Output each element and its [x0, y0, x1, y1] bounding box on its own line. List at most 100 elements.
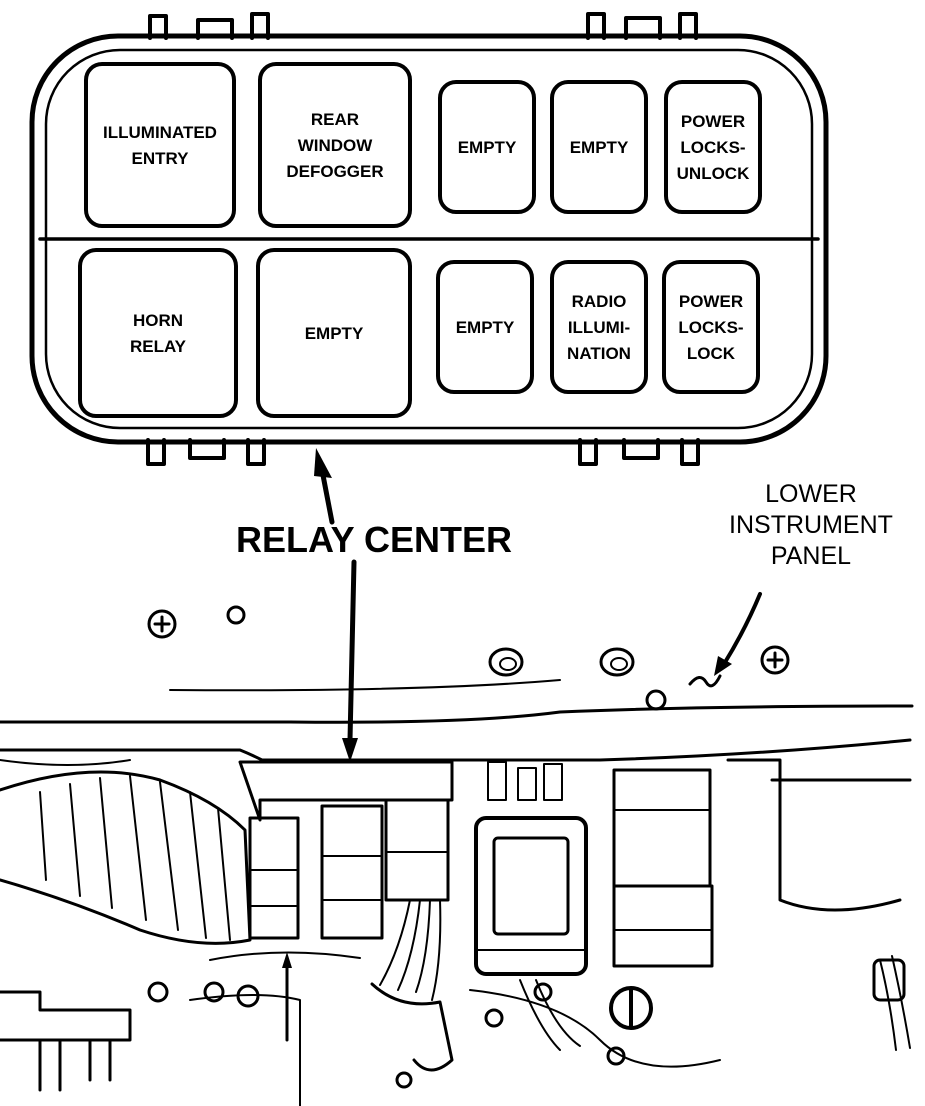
- relay-slot-outline: [78, 248, 238, 418]
- lower-instrument-panel: [0, 605, 914, 762]
- relay-slot: EMPTY: [550, 80, 648, 214]
- screw-head: [606, 1046, 626, 1066]
- relay-slot-label: LOCKS-: [678, 318, 743, 337]
- panel-lower-edge: [0, 738, 912, 762]
- relay-slot-label: ILLUMI-: [568, 318, 630, 337]
- relay-slot-outline: [84, 62, 236, 228]
- wiring-harness: [0, 770, 252, 945]
- relay-center-title: RELAY CENTER: [236, 519, 512, 560]
- grommet: [599, 647, 635, 677]
- lower-pointer-head: [282, 952, 292, 968]
- connector-face: [492, 836, 570, 936]
- relay-slot-label: RELAY: [130, 337, 187, 356]
- relay-slot: EMPTY: [256, 248, 412, 418]
- relay-slot-label: ILLUMINATED: [103, 123, 217, 142]
- screw-head: [484, 1008, 504, 1028]
- housing-tab: [250, 12, 270, 40]
- screw-head: [147, 981, 169, 1003]
- housing-tab: [678, 12, 698, 40]
- relay-slot-label: LOCK: [687, 344, 736, 363]
- housing-tab: [146, 438, 166, 466]
- relay-slots: ILLUMINATED ENTRY REAR WINDOW DEFOGGER EMPTY E…: [78, 62, 762, 418]
- housing-tab: [188, 438, 226, 460]
- wire-pair: [879, 955, 911, 1051]
- panel-hole: [645, 689, 667, 711]
- relay-slot-outline: [438, 80, 536, 214]
- panel-clip: [688, 674, 722, 688]
- contour: [469, 989, 721, 1068]
- connector-module: [612, 768, 712, 888]
- relay-slot-outline: [258, 62, 412, 228]
- relay-center-housing: [29, 12, 829, 466]
- under-dash-assembly: [0, 758, 912, 1106]
- relay-slot-outline: [662, 260, 760, 394]
- housing-outer: [29, 33, 829, 445]
- relay-slot: REAR WINDOW DEFOGGER: [258, 62, 412, 228]
- relay-slot-label: POWER: [679, 292, 743, 311]
- relay-slot-label: EMPTY: [456, 318, 515, 337]
- arrow-to-relay-center: [319, 467, 335, 525]
- relay-slot-outline: [256, 248, 412, 418]
- fuse: [543, 763, 563, 801]
- relay-slot: EMPTY: [436, 260, 534, 394]
- relay-slot-label: EMPTY: [570, 138, 629, 157]
- wire-pair: [519, 979, 581, 1051]
- relay-slot-label: REAR: [311, 110, 359, 129]
- contour: [189, 994, 301, 1106]
- screw-head: [533, 982, 553, 1002]
- wire-bundle-lower: [370, 982, 454, 1072]
- housing-tab: [622, 438, 660, 460]
- relay-block-mounted: [238, 760, 454, 822]
- relay-module: [320, 804, 384, 940]
- wire-connector: [872, 958, 906, 1002]
- screw-head: [147, 609, 177, 639]
- arrow-to-panel: [722, 592, 762, 666]
- screw-head: [203, 981, 225, 1003]
- arrow-head-down: [342, 738, 358, 762]
- relay-slot: POWER LOCKS- LOCK: [662, 260, 760, 394]
- housing-tab: [148, 14, 168, 40]
- relay-module: [248, 816, 300, 940]
- relay-slot-label: NATION: [567, 344, 631, 363]
- panel-hole: [226, 605, 246, 625]
- bracket-legs: [38, 1038, 112, 1092]
- panel-label-line-3: PANEL: [771, 542, 851, 570]
- relay-slot-label: EMPTY: [458, 138, 517, 157]
- large-connector: [474, 816, 588, 976]
- arrow-to-mounting: [347, 559, 357, 743]
- relay-slot: ILLUMINATED ENTRY: [84, 62, 236, 228]
- screw-head: [236, 984, 260, 1008]
- panel-label-line-1: LOWER: [765, 480, 857, 508]
- wire-bundle: [379, 899, 442, 1001]
- relay-slot-label: RADIO: [572, 292, 627, 311]
- relay-slot-label: UNLOCK: [677, 164, 750, 183]
- grommet: [488, 647, 524, 677]
- relay-slot-label: ENTRY: [132, 149, 190, 168]
- callout-arrows: [282, 448, 762, 1042]
- relay-slot-label: DEFOGGER: [286, 162, 383, 181]
- bracket: [726, 758, 902, 912]
- panel-label-line-2: INSTRUMENT: [729, 511, 893, 539]
- harness-ribs: [39, 775, 231, 941]
- connector-module-lower: [612, 884, 714, 968]
- contour: [209, 951, 361, 961]
- lower-bracket: [0, 990, 132, 1042]
- relay-slot-outline: [550, 260, 648, 394]
- harness-top: [0, 759, 131, 766]
- knob: [609, 986, 653, 1030]
- panel-contour: [169, 679, 561, 692]
- relay-slot: EMPTY: [438, 80, 536, 214]
- housing-tab: [246, 438, 266, 466]
- relay-slot-label: LOCKS-: [680, 138, 745, 157]
- arrow-head-panel: [714, 656, 732, 676]
- housing-tab: [196, 18, 234, 40]
- screw-head: [760, 645, 790, 675]
- relay-slot-outline: [436, 260, 534, 394]
- screw-head: [395, 1071, 413, 1089]
- panel-front-edge: [0, 704, 914, 724]
- relay-slot-outline: [550, 80, 648, 214]
- relay-slot-label: WINDOW: [298, 136, 374, 155]
